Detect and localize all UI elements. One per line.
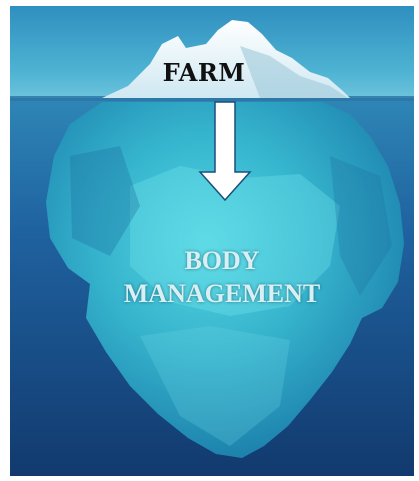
- top-label: FARM: [10, 58, 406, 87]
- main-label-line1: BODY: [20, 244, 414, 277]
- main-label: BODY MANAGEMENT: [20, 244, 414, 310]
- main-label-line2: MANAGEMENT: [20, 277, 414, 310]
- iceberg-image: FARM BODY MANAGEMENT: [10, 6, 414, 476]
